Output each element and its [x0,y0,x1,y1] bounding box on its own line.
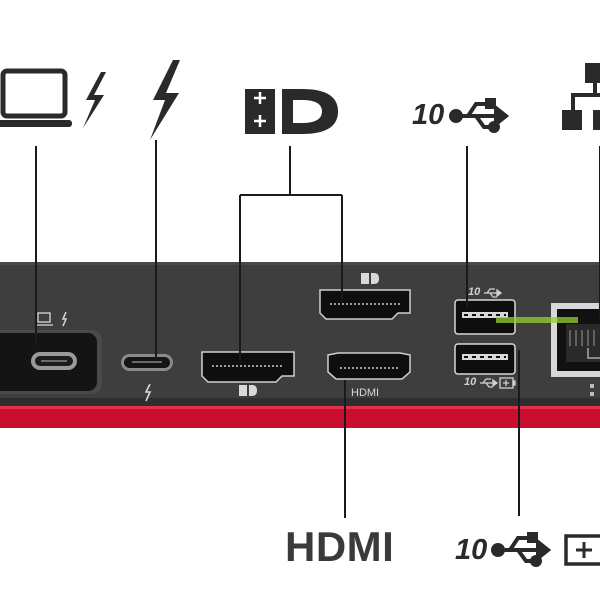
displayport-port-upper [319,289,411,320]
usb-speed-bottom: 10 [455,534,488,566]
hdmi-label: HDMI [285,523,395,570]
displayport-icon [245,89,338,134]
callout-lines [35,140,600,518]
displayport-port-lower-icon [239,385,257,396]
usb-speed-port-lower: 10 [464,376,477,388]
ethernet-port [551,303,600,377]
displayport-port-lower [201,351,295,383]
usb-speed-top: 10 [412,99,445,131]
thunderbolt-port [121,354,173,371]
thunderbolt-icon-small [83,72,106,128]
usb-icon-top [449,98,510,133]
usb-port-icon-lower [480,377,516,389]
thunderbolt-port-icon-small [61,311,68,327]
usb-icon-bottom [491,532,552,567]
laptop-connect-port [0,330,102,394]
battery-charge-icon [564,534,600,566]
laptop-icon [0,68,72,127]
ethernet-icon [562,63,600,130]
hdmi-port-label: HDMI [351,387,380,399]
displayport-port-upper-icon [361,273,379,284]
usb-port-icon-upper [484,288,503,298]
thunderbolt-icon [150,60,180,140]
laptop-port-icon [35,312,53,326]
red-accent-stripe [0,406,600,428]
ethernet-port-icon [590,384,594,396]
hdmi-port [327,352,411,380]
usb-a-port-lower [454,343,516,375]
usb-speed-port-upper: 10 [468,286,481,298]
callout-displayport [239,146,343,362]
ethernet-highlight [496,317,578,323]
thunderbolt-port-icon [144,383,152,402]
